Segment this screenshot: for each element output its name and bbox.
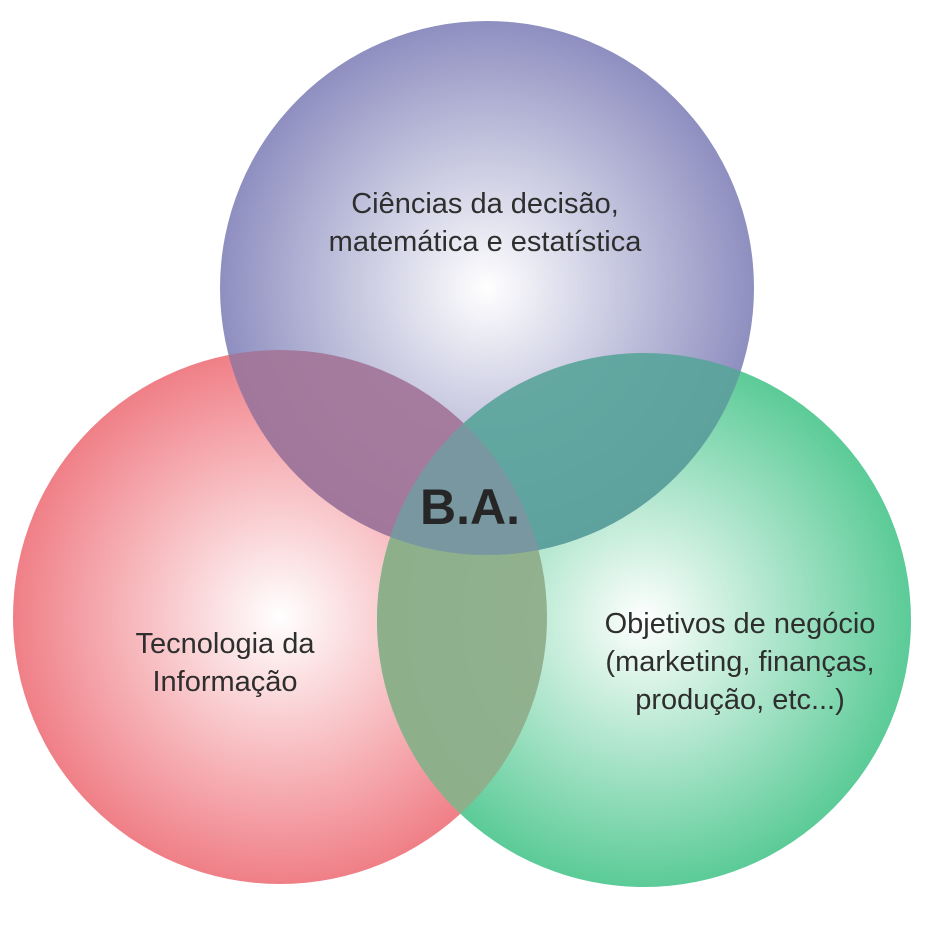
set-label-right-line-2: (marketing, finanças,: [605, 646, 875, 678]
set-label-top-line-2: matemática e estatística: [328, 226, 642, 258]
set-label-right: Objetivos de negócio (marketing, finança…: [560, 605, 920, 719]
overlap-top-left: [220, 350, 547, 555]
set-label-left: Tecnologia da Informação: [60, 625, 390, 701]
overlap-center: [377, 353, 547, 555]
set-label-left-line-1: Tecnologia da: [135, 628, 315, 660]
set-label-top: Ciências da decisão, matemática e estatí…: [250, 185, 720, 261]
set-label-top-line-1: Ciências da decisão,: [351, 188, 619, 220]
center-label: B.A.: [420, 479, 520, 535]
set-label-right-line-1: Objetivos de negócio: [604, 608, 876, 640]
set-label-right-line-3: produção, etc...): [635, 684, 845, 716]
set-label-left-line-2: Informação: [152, 666, 298, 698]
